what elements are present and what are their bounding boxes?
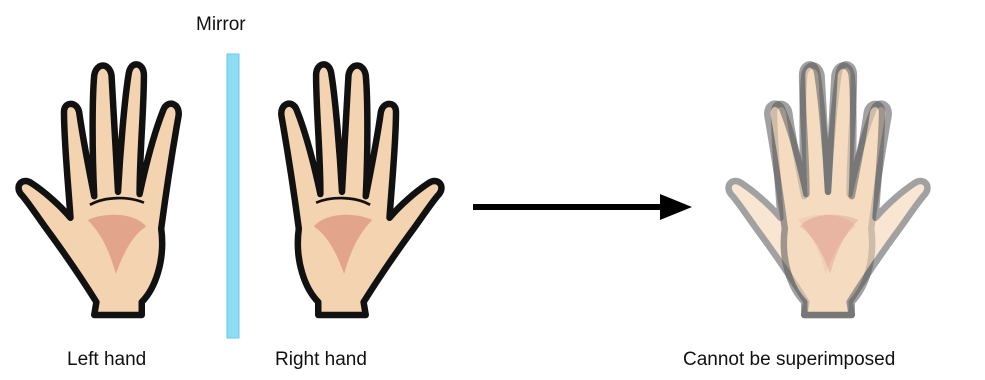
arrow	[473, 194, 692, 220]
superimposed-right-hand	[767, 64, 927, 315]
left-hand-drawing	[19, 64, 179, 315]
mirror-line	[227, 54, 239, 338]
left-hand-label: Left hand	[67, 349, 146, 371]
right-hand-drawing	[281, 64, 441, 315]
arrow-head	[660, 194, 692, 220]
mirror-label: Mirror	[196, 14, 246, 36]
superimposed-hands	[729, 64, 928, 315]
superimposed-label: Cannot be superimposed	[683, 349, 895, 371]
right-hand-label: Right hand	[275, 349, 367, 371]
